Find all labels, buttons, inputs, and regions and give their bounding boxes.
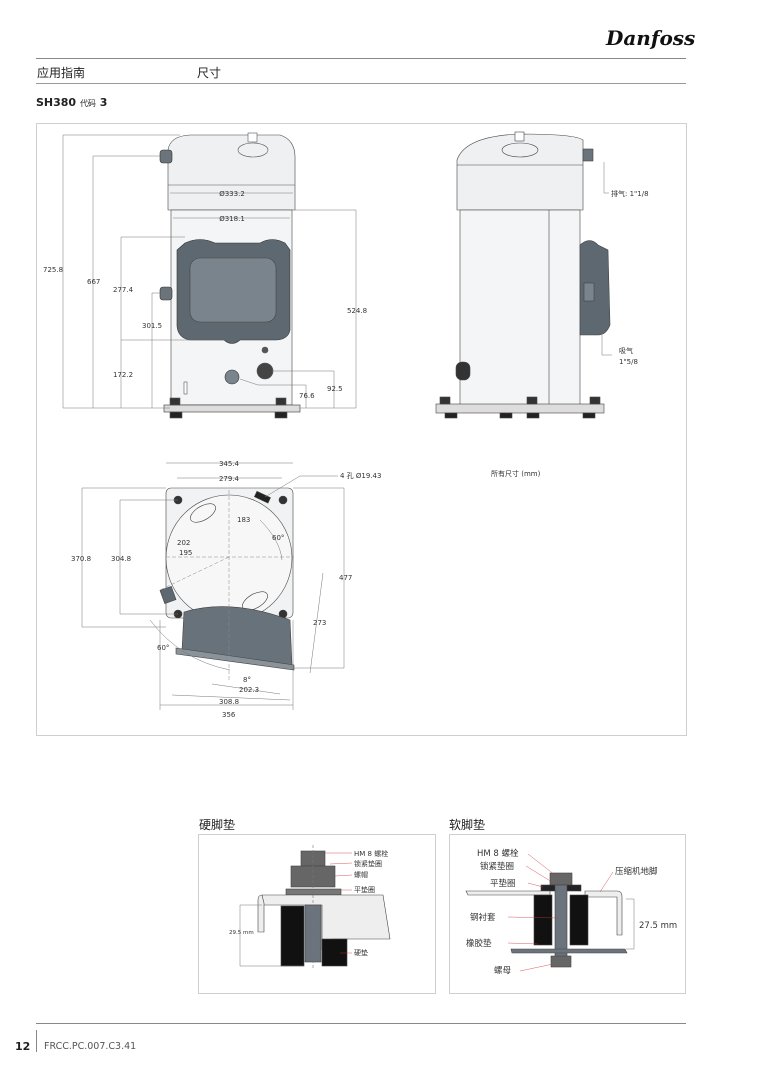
- dim-273: 273: [313, 619, 326, 627]
- bottom-view: [81, 462, 345, 710]
- document-code: FRCC.PC.007.C3.41: [44, 1041, 137, 1052]
- page-number: 12: [15, 1040, 31, 1053]
- hard-bolt-label: HM 8 螺栓: [354, 849, 388, 858]
- hard-mount-title: 硬脚垫: [199, 818, 236, 832]
- soft-mount-drawing: [465, 853, 635, 972]
- soft-mount-title: 软脚垫: [449, 818, 486, 832]
- holes-label: 4 孔 Ø19.43: [340, 472, 381, 480]
- soft-bolt-label: HM 8 螺栓: [477, 848, 519, 859]
- dim-h-shell: 524.8: [347, 307, 367, 315]
- header-divider-2: [36, 83, 686, 84]
- dim-r183: 183: [237, 516, 250, 524]
- dim-h304: 304.8: [111, 555, 131, 563]
- dim-dia-top: Ø333.2: [219, 190, 245, 198]
- hard-flat-washer-label: 平垫圈: [354, 885, 375, 894]
- suction-label: 吸气: [619, 346, 633, 355]
- dim-h-sight: 92.5: [327, 385, 343, 393]
- dim-dia-body: Ø318.1: [219, 215, 245, 223]
- dim-195: 195: [179, 549, 192, 557]
- dim-w-outer: 345.4: [219, 460, 240, 468]
- dimension-drawing-frame: [36, 123, 687, 736]
- dim-w-holes: 279.4: [219, 475, 240, 483]
- dim-h370: 370.8: [71, 555, 91, 563]
- header-divider: [36, 58, 686, 59]
- bottom-view-labels: 345.4 279.4 4 孔 Ø19.43 183 202 195 60° 3…: [71, 460, 381, 719]
- side-view: [435, 131, 612, 419]
- model-name: SH380: [36, 96, 77, 109]
- suction-size: 1"5/8: [619, 358, 638, 366]
- soft-foot-label: 压缩机地脚: [615, 866, 658, 877]
- hard-mount-frame: [198, 834, 436, 994]
- side-view-labels: 排气: 1"1/8 吸气 1"5/8: [611, 189, 649, 366]
- dim-w202: 202.3: [239, 686, 259, 694]
- footer-divider: [36, 1023, 686, 1024]
- dim-h-oil: 76.6: [299, 392, 315, 400]
- dim-w356: 356: [222, 711, 236, 719]
- hard-pad-label: 硬垫: [354, 948, 368, 957]
- section-title: 应用指南: [37, 66, 86, 80]
- discharge-label: 排气: 1"1/8: [611, 189, 649, 198]
- soft-lock-washer-label: 锁紧垫圈: [480, 861, 514, 872]
- dim-h-discharge: 667: [87, 278, 100, 286]
- brand-logo: Danfoss: [606, 26, 696, 50]
- soft-height-label: 27.5 mm: [639, 921, 677, 931]
- dim-202: 202: [177, 539, 190, 547]
- soft-grommet-label: 橡胶垫: [466, 938, 492, 949]
- dim-w308: 308.8: [219, 698, 239, 706]
- dim-h-total: 725.8: [43, 266, 63, 274]
- front-view-labels: Ø333.2 Ø318.1 725.8 667 277.4 301.5 172.…: [43, 190, 367, 400]
- hard-mount-labels: HM 8 螺栓 锁紧垫圈 螺帽 平垫圈 29.5 mm 硬垫: [229, 849, 388, 957]
- model-heading: SH380 代码 3: [36, 96, 107, 109]
- hard-lock-washer-label: 锁紧垫圈: [354, 859, 382, 868]
- units-note: 所有尺寸 (mm): [491, 469, 541, 478]
- angle-8: 8°: [243, 676, 251, 684]
- angle-60-bottom: 60°: [157, 644, 169, 652]
- code-value: 3: [99, 96, 108, 109]
- dim-h-suction: 301.5: [142, 322, 162, 330]
- front-view: [62, 132, 357, 419]
- hard-height-label: 29.5 mm: [229, 930, 254, 936]
- hard-mount-drawing: [239, 845, 391, 970]
- soft-flat-washer-label: 平垫圈: [490, 878, 516, 889]
- soft-nut-label: 螺母: [494, 965, 511, 976]
- dim-h477: 477: [339, 574, 352, 582]
- angle-60-top: 60°: [272, 534, 284, 542]
- code-label: 代码: [79, 99, 96, 108]
- footer-separator: [36, 1030, 37, 1052]
- dim-h-box-bottom: 172.2: [113, 371, 133, 379]
- soft-mount-frame: [449, 834, 686, 994]
- hard-nut-label: 螺帽: [354, 870, 368, 879]
- topic-title: 尺寸: [197, 66, 222, 80]
- dim-h-box: 277.4: [113, 286, 134, 294]
- soft-sleeve-label: 钢衬套: [470, 912, 496, 923]
- soft-mount-labels: HM 8 螺栓 锁紧垫圈 平垫圈 压缩机地脚 钢衬套 27.5 mm 橡胶垫 螺…: [466, 848, 677, 976]
